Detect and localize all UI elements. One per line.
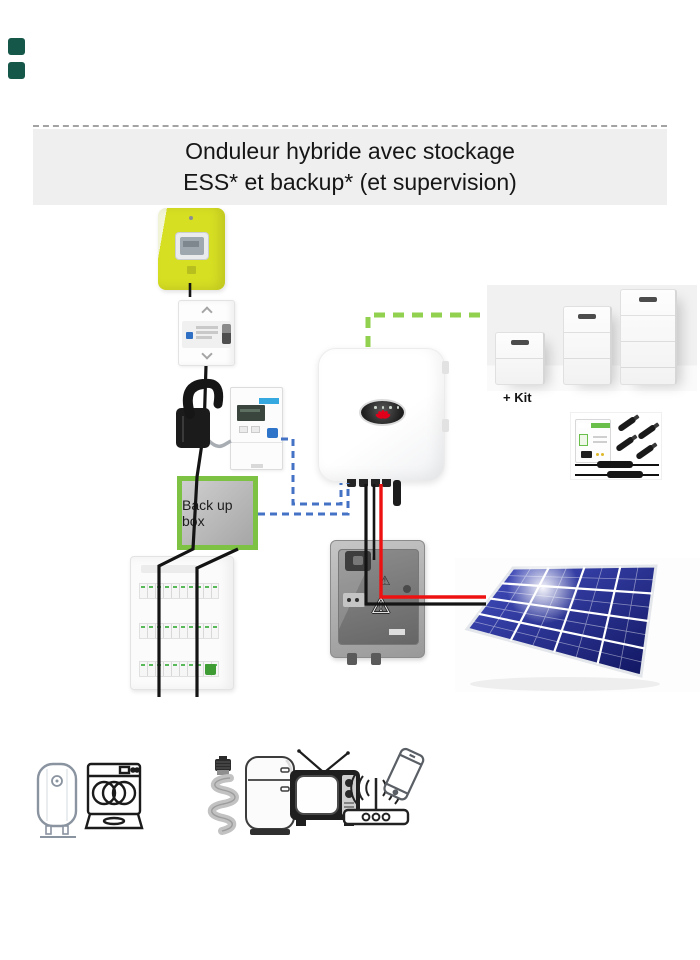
title-line-1: Onduleur hybride avec stockage [185,138,515,164]
meter-display-bezel [175,232,209,260]
meter-button [239,426,248,433]
water-heater-icon [32,760,84,840]
dcbox-lock [403,585,411,593]
breaker-row [139,623,219,639]
breaker-bottom-mark [201,348,213,360]
breaker-label-band [182,321,231,348]
distribution-board [130,556,234,690]
mc4-connector-icon [637,423,657,441]
battery-tower-medium [563,306,612,385]
warning-icon: ⚠ [379,573,391,588]
dc-breaker [345,551,371,571]
status-leds [374,406,399,409]
battery-stacks [487,285,697,391]
connection-kit [570,412,662,480]
smartphone-icon [380,744,426,808]
cfl-bulb-icon [202,756,244,840]
battery-tower-small [495,332,545,385]
hybrid-inverter [318,348,449,506]
breaker-lever [222,324,231,344]
mc4-connector-icon [617,415,637,433]
meter-display [180,237,204,255]
battery-tower-large [620,289,677,385]
schneider-logo [205,664,216,675]
main-circuit-breaker [178,300,235,366]
battery-kit-label: + Kit [503,390,532,405]
mc4-connector-icon [635,443,655,461]
warning-icon: ⚠ [371,593,391,618]
energy-meter-lcd [237,405,265,421]
tv-icon [286,748,364,828]
mount-tab [442,419,449,432]
backup-comm-wire [258,483,350,516]
solar-panel-drawing [464,558,660,691]
ct-signal-wire [206,438,232,449]
din-clip [251,464,263,468]
teal-swatch-bottom [8,62,25,79]
linky-smart-meter [158,208,225,290]
meter-brand-strip [259,398,279,404]
mount-tab [442,361,449,374]
breaker-top-mark [201,306,213,318]
title-line-2: ESS* et backup* (et supervision) [183,169,517,195]
inverter-display [359,399,406,426]
dc-cable-icon [575,471,659,479]
inverter-connector [371,479,380,487]
meter-terminal [267,428,278,438]
inverter-connector [347,479,356,487]
inverter-connector [359,479,368,487]
ct-current-clamp [176,378,224,448]
meter-button [251,426,260,433]
inverter-connector [382,479,391,487]
dc-cable-icon [575,461,659,469]
backup-box-label: Back up box [182,497,233,529]
cable-gland [371,653,381,665]
dc-terminal-module [343,593,365,607]
dc-protection-box: ⚠ ⚠ [330,540,425,665]
battery-link-wire [365,312,486,347]
wlan-antenna [393,480,401,506]
cable-gland [347,653,357,665]
teal-swatch-top [8,38,25,55]
backup-box: Back up box [177,476,258,550]
kit-rcd-breaker [575,419,611,463]
title-banner: Onduleur hybride avec stockage ESS* et b… [33,129,667,205]
torn-edge-line [33,125,667,127]
meter-led [189,216,193,220]
dishwasher-icon [84,762,144,834]
solar-panel [455,558,700,692]
mc4-connector-icon [615,435,635,453]
meter-bottom-tab [187,266,196,274]
breaker-blue-button [186,332,193,339]
din-energy-meter [230,387,283,470]
breaker-row [139,583,219,599]
